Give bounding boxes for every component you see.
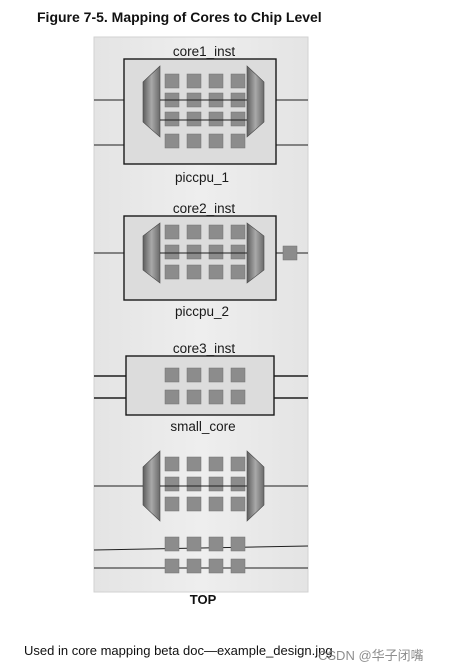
top-label: TOP — [190, 592, 217, 607]
mux-left-core2-icon — [142, 222, 161, 284]
core3-type-label: small_core — [170, 419, 235, 434]
mux-left-core1-icon — [142, 65, 161, 138]
internal-wires — [160, 99, 247, 487]
core2-instance-label: core2_inst — [173, 201, 236, 216]
logic-cell-square — [164, 73, 180, 89]
watermark: CSDN @华子闭嘴 — [318, 648, 424, 663]
mux-left-top-icon — [142, 450, 161, 522]
logic-cells — [164, 73, 298, 574]
external-cell — [282, 245, 298, 261]
mux-right-core1-icon — [246, 65, 265, 138]
figure-title: Figure 7-5. Mapping of Cores to Chip Lev… — [37, 9, 322, 25]
core1-type-label: piccpu_1 — [175, 170, 229, 185]
core1-instance-label: core1_inst — [173, 44, 236, 59]
core2-type-label: piccpu_2 — [175, 304, 229, 319]
core3-block — [125, 355, 275, 416]
mux-right-core2-icon — [246, 222, 265, 284]
mux-right-top-icon — [246, 450, 265, 522]
mux-bus-icons — [142, 65, 265, 522]
figure-caption: Used in core mapping beta doc—example_de… — [24, 643, 333, 658]
core3-instance-label: core3_inst — [173, 341, 236, 356]
